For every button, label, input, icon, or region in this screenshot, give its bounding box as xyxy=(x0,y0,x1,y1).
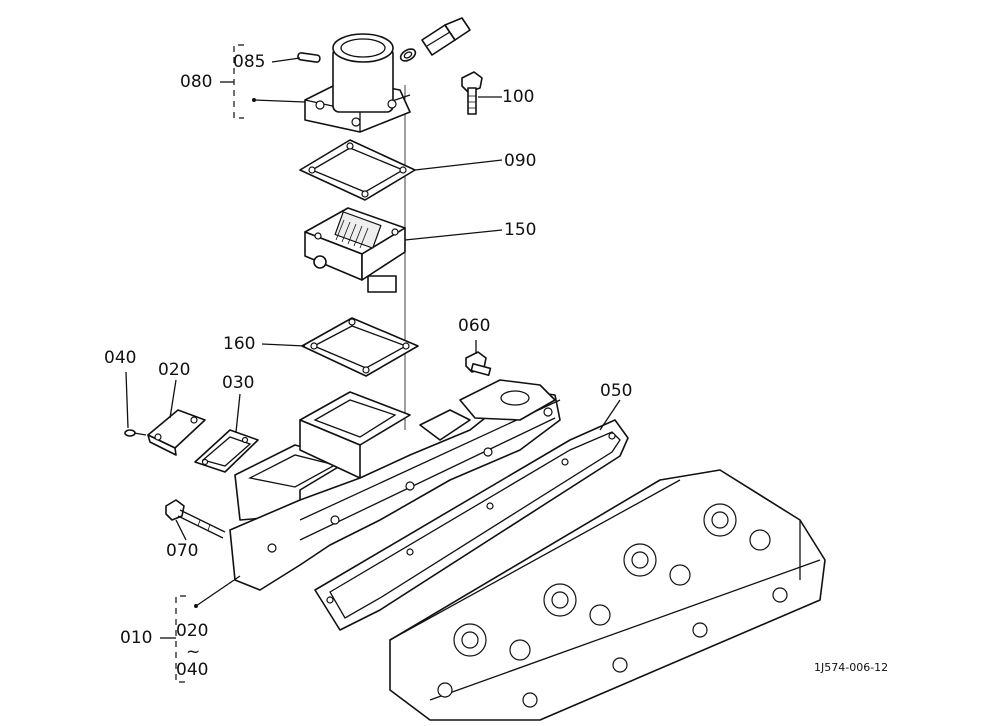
label-range-tilde: ~ xyxy=(186,642,201,662)
label-050: 050 xyxy=(600,381,633,401)
leader-040 xyxy=(125,371,129,429)
gasket-part-030 xyxy=(194,429,259,473)
label-060: 060 xyxy=(458,316,491,336)
figure-reference-code: 1J574-006-12 xyxy=(814,661,889,674)
bracket-010 xyxy=(175,595,186,683)
cover-plate-part-020 xyxy=(147,409,206,456)
air-heater-part-150 xyxy=(304,207,406,293)
leader-090 xyxy=(414,159,503,171)
label-080: 080 xyxy=(180,72,213,92)
label-030: 030 xyxy=(222,373,255,393)
label-010: 010 xyxy=(120,628,153,648)
label-150: 150 xyxy=(504,220,537,240)
leader-dot-080 xyxy=(252,98,256,102)
leader-dot-010 xyxy=(194,604,198,608)
gasket-part-160 xyxy=(301,317,419,377)
gasket-part-090 xyxy=(299,139,416,201)
leader-050 xyxy=(599,399,621,431)
leader-010 xyxy=(195,575,241,607)
leader-160 xyxy=(261,343,306,347)
leader-080 xyxy=(253,99,306,103)
label-100: 100 xyxy=(502,87,535,107)
label-040-top: 040 xyxy=(104,348,137,368)
bolt-part-060 xyxy=(465,351,492,376)
label-085: 085 xyxy=(233,52,266,72)
label-090: 090 xyxy=(504,151,537,171)
temperature-sensor-part xyxy=(399,17,471,62)
bolt-part-100 xyxy=(461,71,483,115)
bolt-part-070 xyxy=(165,499,226,539)
label-040-range-end: 040 xyxy=(176,660,209,680)
leader-070 xyxy=(175,519,187,541)
label-070: 070 xyxy=(166,541,199,561)
leader-030 xyxy=(235,393,241,433)
cylinder-head xyxy=(389,469,826,721)
pin-part-085 xyxy=(297,52,321,63)
label-160: 160 xyxy=(223,334,256,354)
leader-085 xyxy=(271,57,301,63)
label-020-top: 020 xyxy=(158,360,191,380)
screw-part-040 xyxy=(124,429,147,437)
label-020-range-start: 020 xyxy=(176,621,209,641)
thermostat-housing-part xyxy=(304,33,411,133)
leader-020 xyxy=(169,379,177,419)
intake-manifold-part-010 xyxy=(229,379,561,591)
manifold-gasket-part-050 xyxy=(314,419,629,631)
leader-150 xyxy=(404,229,503,241)
